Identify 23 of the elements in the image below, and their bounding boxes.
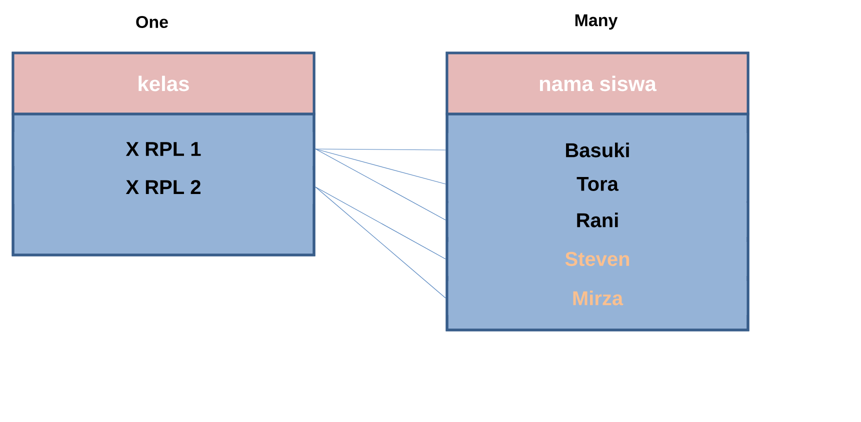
column-heading: One bbox=[136, 16, 168, 28]
table-row: Tora bbox=[446, 167, 750, 201]
node-label: Rani bbox=[577, 212, 618, 228]
table-row: Rani bbox=[446, 203, 750, 237]
table-row: Mirza bbox=[446, 281, 750, 315]
connector-line bbox=[315, 186, 446, 298]
connector-line bbox=[315, 148, 446, 184]
table bbox=[446, 112, 750, 332]
connector-line bbox=[315, 186, 446, 260]
node-label: Steven bbox=[565, 252, 630, 266]
node-label: Basuki bbox=[566, 142, 629, 158]
connector-line bbox=[315, 148, 446, 150]
column-heading: Many bbox=[575, 14, 618, 30]
node-label: Mirza bbox=[573, 290, 624, 306]
connector-line bbox=[315, 148, 446, 220]
table-row: X RPL 2 bbox=[12, 170, 316, 204]
table-row: Steven bbox=[446, 242, 750, 276]
table-row: X RPL 1 bbox=[12, 132, 316, 166]
node-label: X RPL 1 bbox=[126, 142, 201, 156]
table-row: Basuki bbox=[446, 133, 750, 167]
table bbox=[12, 112, 316, 256]
node-label: Tora bbox=[576, 177, 619, 191]
node-label: X RPL 2 bbox=[126, 180, 200, 194]
